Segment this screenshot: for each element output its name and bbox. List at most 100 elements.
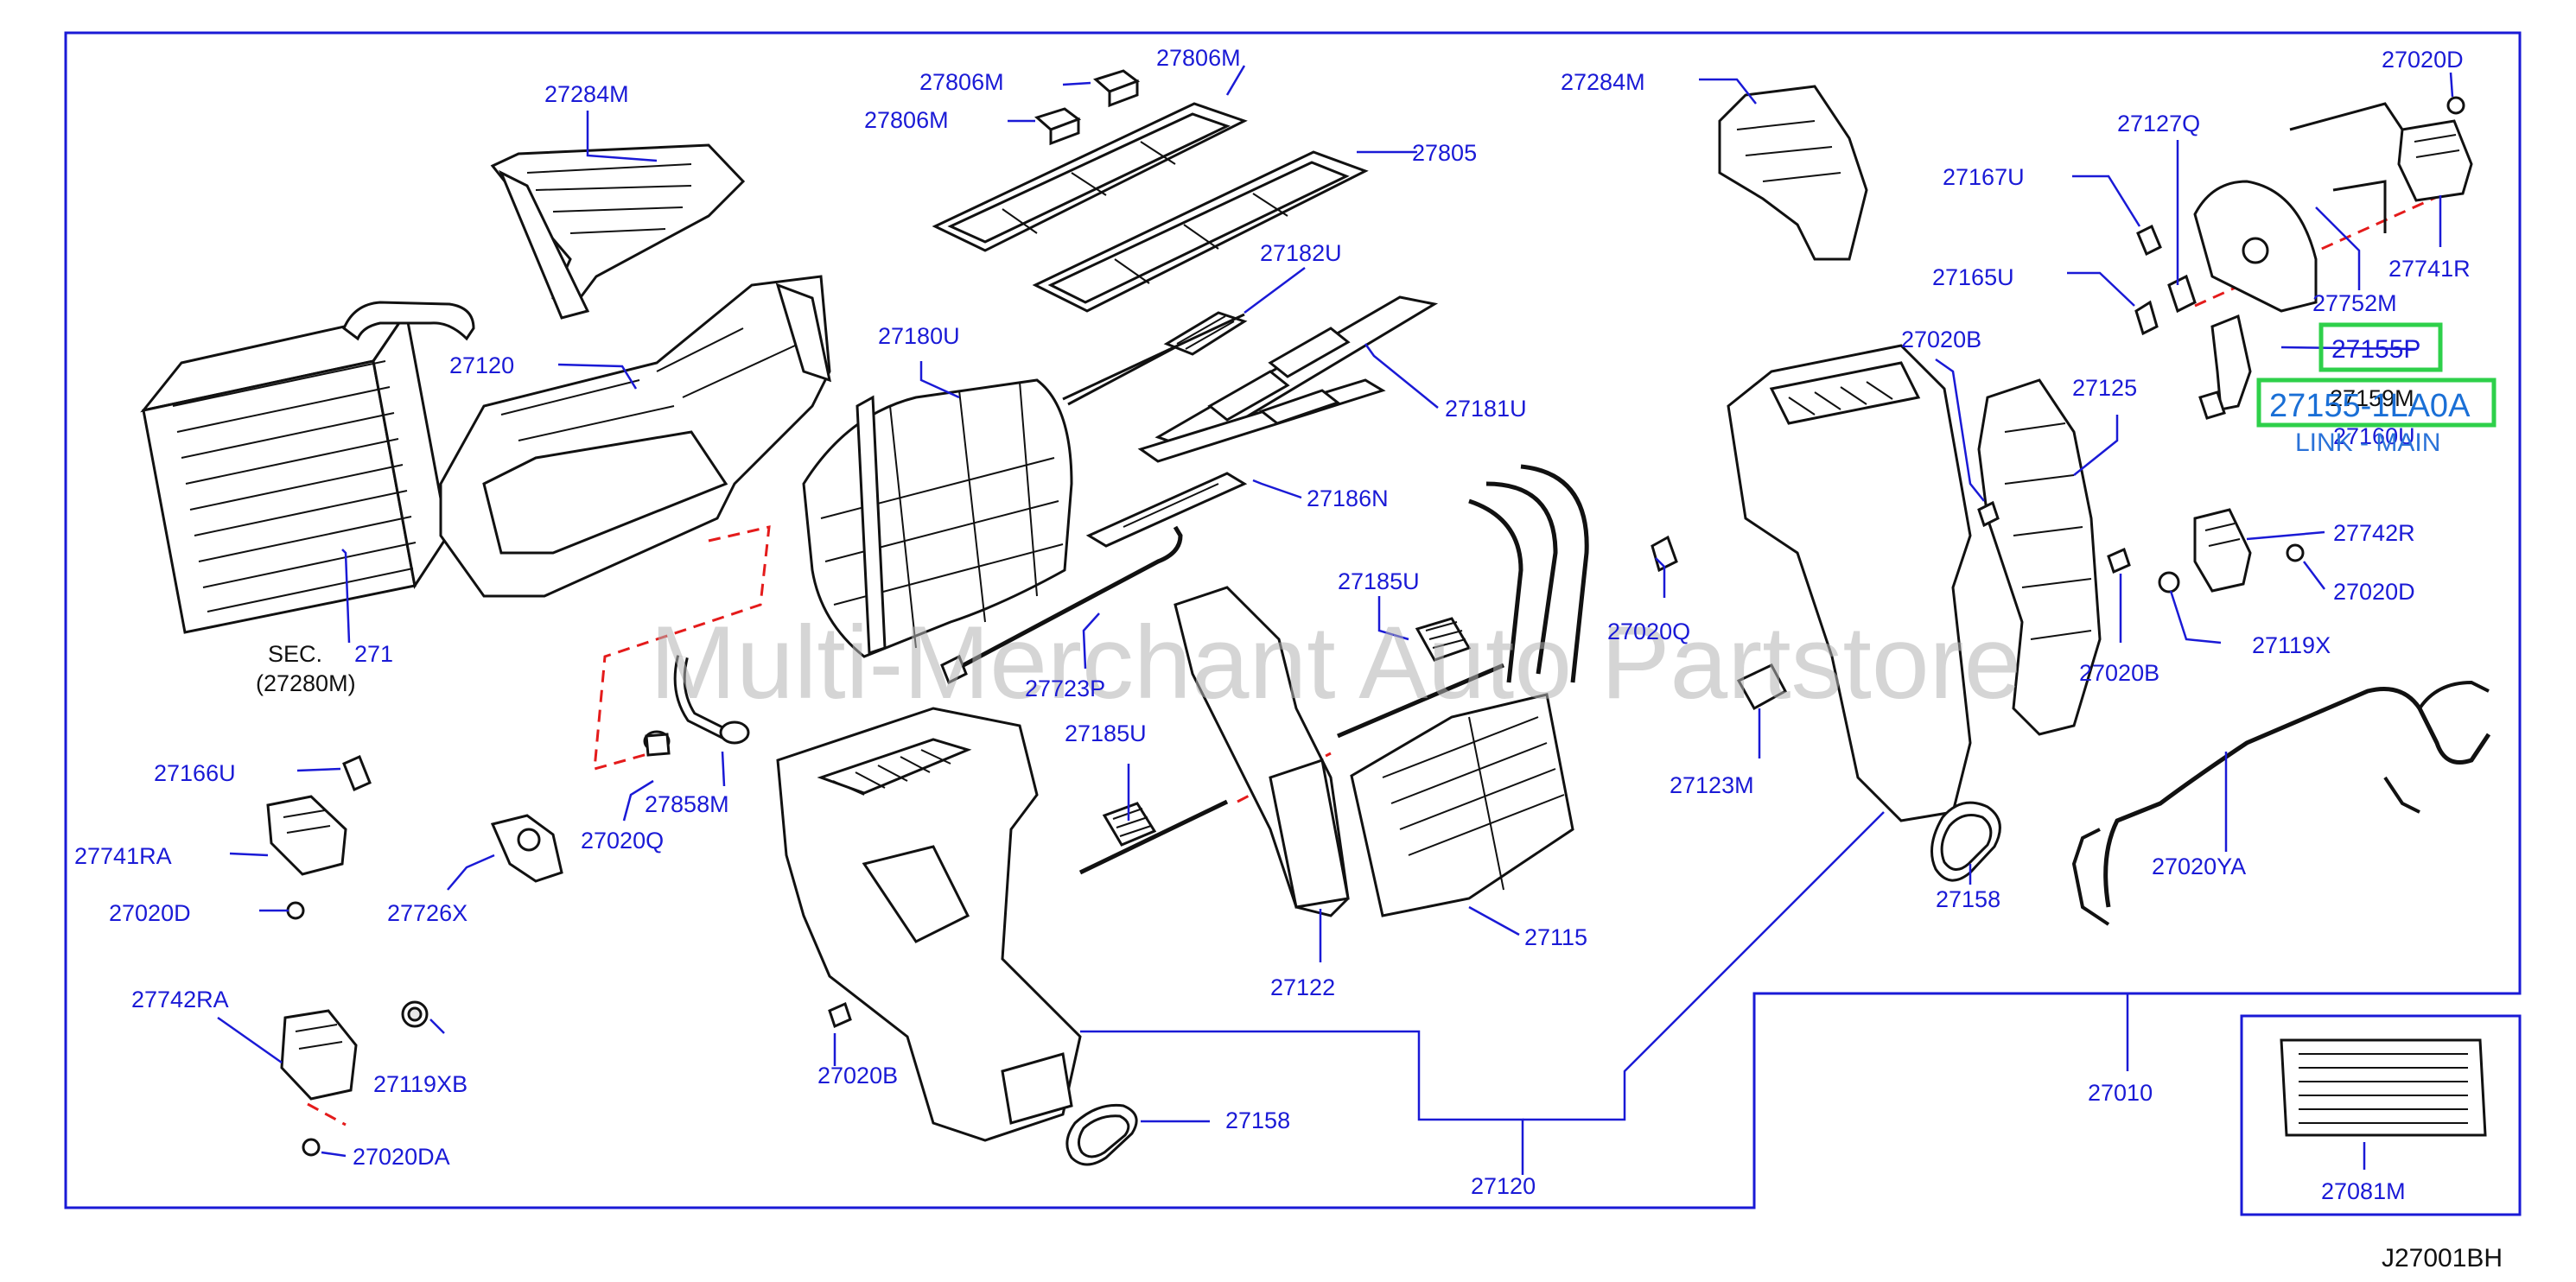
label-27723P[interactable]: 27723P	[1025, 676, 1105, 701]
label-27180U[interactable]: 27180U	[878, 323, 960, 349]
clip-27020Q-left-part[interactable]	[643, 730, 671, 757]
grille-27185U-a-part[interactable]	[1415, 617, 1472, 662]
clip-27020B-a-part[interactable]	[1977, 500, 2000, 528]
label-27120-b[interactable]: 27120	[1471, 1173, 1536, 1199]
label-27020D-b[interactable]: 27020D	[2333, 579, 2415, 605]
label-27125[interactable]: 27125	[2072, 375, 2137, 401]
grille-27185U-b-part[interactable]	[1078, 799, 1229, 875]
link-27165U-part[interactable]	[2134, 300, 2159, 336]
label-27752M[interactable]: 27752M	[2312, 290, 2397, 316]
harness-27020YA-part[interactable]	[2071, 680, 2491, 926]
label-27742R[interactable]: 27742R	[2333, 520, 2415, 546]
bracket-27123M-part[interactable]	[1736, 663, 1788, 711]
label-27284M-a[interactable]: 27284M	[544, 81, 629, 107]
label-27020Q-b[interactable]: 27020Q	[581, 828, 664, 854]
label-27020Q-a[interactable]: 27020Q	[1607, 619, 1690, 644]
label-27185U-b[interactable]: 27185U	[1065, 720, 1147, 746]
label-27280M[interactable]: (27280M)	[256, 670, 356, 696]
label-27081M[interactable]: 27081M	[2321, 1178, 2406, 1204]
duct-27284M-right-part[interactable]	[1718, 85, 1868, 261]
valve-27726X-part[interactable]	[490, 814, 563, 883]
screw-27020D-top-part[interactable]	[2446, 96, 2465, 115]
filter-clip-27806M-a[interactable]	[1092, 69, 1141, 108]
label-27010[interactable]: 27010	[2088, 1080, 2153, 1106]
label-27284M-b[interactable]: 27284M	[1561, 69, 1645, 95]
label-link-main[interactable]: LINK - MAIN	[2295, 428, 2440, 457]
filter-clip-27806M-b[interactable]	[1034, 107, 1082, 146]
label-27020D-a[interactable]: 27020D	[2382, 47, 2464, 73]
evaporator-core-part[interactable]	[140, 301, 475, 634]
screw-27020D-left-part[interactable]	[286, 901, 305, 920]
blower-case-right-part[interactable]	[1727, 344, 1972, 822]
link-27167U-part[interactable]	[2136, 224, 2162, 257]
label-27186N[interactable]: 27186N	[1307, 486, 1389, 511]
actuator-27742RA-part[interactable]	[280, 1009, 358, 1101]
label-27020DA[interactable]: 27020DA	[353, 1144, 450, 1170]
grommet-27119XB-part[interactable]	[401, 1000, 429, 1028]
label-27122[interactable]: 27122	[1270, 974, 1335, 1000]
label-27020YA[interactable]: 27020YA	[2152, 854, 2246, 879]
air-filter-lower-part[interactable]	[1032, 150, 1369, 313]
clip-27020B-c-part[interactable]	[2107, 547, 2131, 574]
label-sec[interactable]: SEC.	[268, 641, 322, 667]
label-27806M-a[interactable]: 27806M	[1156, 45, 1241, 71]
case-27122-part[interactable]	[1174, 586, 1350, 917]
rod-27723P-part[interactable]	[940, 525, 1183, 685]
label-27020B-c[interactable]: 27020B	[817, 1063, 898, 1088]
label-27806M-b[interactable]: 27806M	[919, 69, 1004, 95]
label-27159M[interactable]: 27159M	[2330, 385, 2414, 411]
gasket-27158-left-part[interactable]	[1065, 1103, 1138, 1166]
label-27741R[interactable]: 27741R	[2388, 256, 2471, 282]
duct-27284M-left-part[interactable]	[490, 143, 746, 320]
filter-pad-27081M-part[interactable]	[2280, 1038, 2487, 1137]
label-27806M-c[interactable]: 27806M	[864, 107, 949, 133]
actuator-27742R-part[interactable]	[2193, 508, 2252, 593]
label-27741RA[interactable]: 27741RA	[74, 843, 172, 869]
label-27167U[interactable]: 27167U	[1943, 164, 2025, 190]
label-27182U[interactable]: 27182U	[1260, 240, 1342, 266]
label-27155-1LA0A[interactable]: 27155-1LA0A	[2269, 388, 2471, 424]
label-27020B-a[interactable]: 27020B	[1901, 327, 1981, 352]
label-27742RA[interactable]: 27742RA	[131, 987, 229, 1012]
label-27158-b[interactable]: 27158	[1225, 1107, 1290, 1133]
lever-27752M-part[interactable]	[2193, 180, 2318, 313]
heater-case-upper-part[interactable]	[439, 275, 832, 598]
label-27166U[interactable]: 27166U	[154, 760, 236, 786]
air-filter-upper-part[interactable]	[932, 102, 1248, 252]
label-271[interactable]: 271	[354, 641, 393, 667]
gasket-27158-right-part[interactable]	[1930, 801, 2001, 882]
rod-center-part[interactable]	[1337, 663, 1504, 739]
label-27119X[interactable]: 27119X	[2252, 632, 2331, 658]
blower-grille-27180U-part[interactable]	[802, 378, 1073, 658]
label-27020B-b[interactable]: 27020B	[2079, 660, 2159, 686]
label-27160U[interactable]: 27160U	[2333, 423, 2415, 449]
label-27020D-c[interactable]: 27020D	[109, 900, 191, 926]
clip-27020B-b-part[interactable]	[828, 1001, 852, 1029]
link-27166U-part[interactable]	[342, 754, 372, 792]
label-27181U[interactable]: 27181U	[1445, 396, 1527, 422]
label-27123M[interactable]: 27123M	[1670, 772, 1754, 798]
label-27120-a[interactable]: 27120	[449, 352, 514, 378]
label-27858M[interactable]: 27858M	[645, 791, 729, 817]
label-27127Q[interactable]: 27127Q	[2117, 111, 2200, 136]
label-27185U-a[interactable]: 27185U	[1338, 568, 1420, 594]
label-27805[interactable]: 27805	[1412, 140, 1477, 166]
grommet-27119X-part[interactable]	[2158, 571, 2180, 593]
link-27127Q-part[interactable]	[2167, 274, 2197, 314]
door-27186N-part[interactable]	[1085, 378, 1386, 548]
actuator-27741RA-part[interactable]	[266, 795, 347, 876]
label-27119XB[interactable]: 27119XB	[373, 1071, 467, 1097]
actuator-27741R-part[interactable]	[2289, 102, 2473, 233]
drain-hose-27858M-part[interactable]	[673, 655, 750, 745]
heater-case-lower-part[interactable]	[776, 707, 1082, 1142]
label-27155P[interactable]: 27155P	[2331, 335, 2420, 364]
screw-27020DA-part[interactable]	[302, 1138, 321, 1157]
door-27182U-part[interactable]	[1062, 311, 1248, 401]
heater-core-27115-part[interactable]	[1350, 464, 1589, 917]
label-27115[interactable]: 27115	[1524, 924, 1587, 950]
label-27726X[interactable]: 27726X	[387, 900, 467, 926]
label-27158-a[interactable]: 27158	[1936, 886, 2000, 912]
label-27165U[interactable]: 27165U	[1932, 264, 2014, 290]
screw-27020D-right-part[interactable]	[2286, 543, 2305, 562]
link-27155-1LA0A-part[interactable]	[2198, 314, 2252, 420]
